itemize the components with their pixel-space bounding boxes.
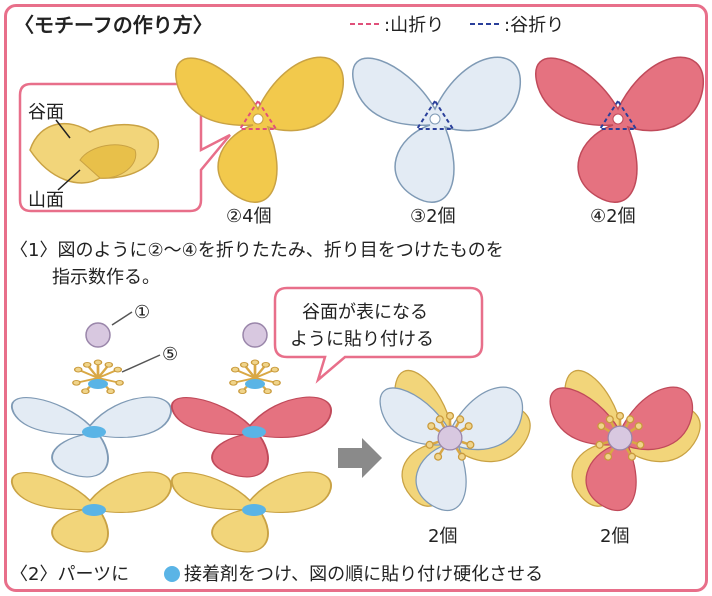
motif-3-count: ③2個 bbox=[410, 206, 456, 227]
result-white-count: 2個 bbox=[428, 526, 457, 547]
motif-4 bbox=[535, 56, 705, 204]
result-white bbox=[358, 365, 537, 532]
inset-valley-face-label: 谷面 bbox=[28, 102, 64, 123]
legend-valley-fold: :谷折り bbox=[504, 15, 564, 36]
motif-2-count: ②4個 bbox=[226, 206, 272, 227]
step2-prefix: 〈2〉パーツに bbox=[10, 564, 129, 585]
glue-dot bbox=[88, 379, 108, 389]
speech-line1: 谷面が表になる bbox=[302, 302, 428, 323]
speech-bubble: 谷面が表になる ように貼り付ける bbox=[273, 286, 484, 384]
callout-part5: ⑤ bbox=[162, 344, 178, 365]
glue-dot-icon bbox=[164, 566, 180, 582]
assembly-white: ① ⑤ bbox=[10, 302, 178, 553]
arrow-right-icon bbox=[338, 438, 382, 478]
speech-line2: ように貼り付ける bbox=[290, 329, 434, 350]
callout-part1: ① bbox=[134, 302, 150, 323]
motif-4-count: ④2個 bbox=[590, 206, 636, 227]
step1-line1: 〈1〉図のように②〜④を折りたたみ、折り目をつけたものを bbox=[10, 240, 504, 261]
motif-3 bbox=[352, 56, 522, 204]
result-red-count: 2個 bbox=[600, 526, 629, 547]
bead-part1 bbox=[85, 322, 111, 348]
step2-suffix: 接着剤をつけ、図の順に貼り付け硬化させる bbox=[184, 564, 543, 585]
assembly-red bbox=[170, 322, 332, 553]
step1-line2: 指示数作る。 bbox=[52, 267, 160, 288]
result-red bbox=[528, 365, 707, 532]
page-title: 〈モチーフの作り方〉 bbox=[14, 13, 213, 37]
inset-mountain-face-label: 山面 bbox=[28, 190, 64, 211]
fold-inset: 谷面 山面 bbox=[18, 82, 231, 213]
legend-mountain-fold: :山折り bbox=[384, 15, 444, 36]
motif-2 bbox=[175, 56, 345, 204]
